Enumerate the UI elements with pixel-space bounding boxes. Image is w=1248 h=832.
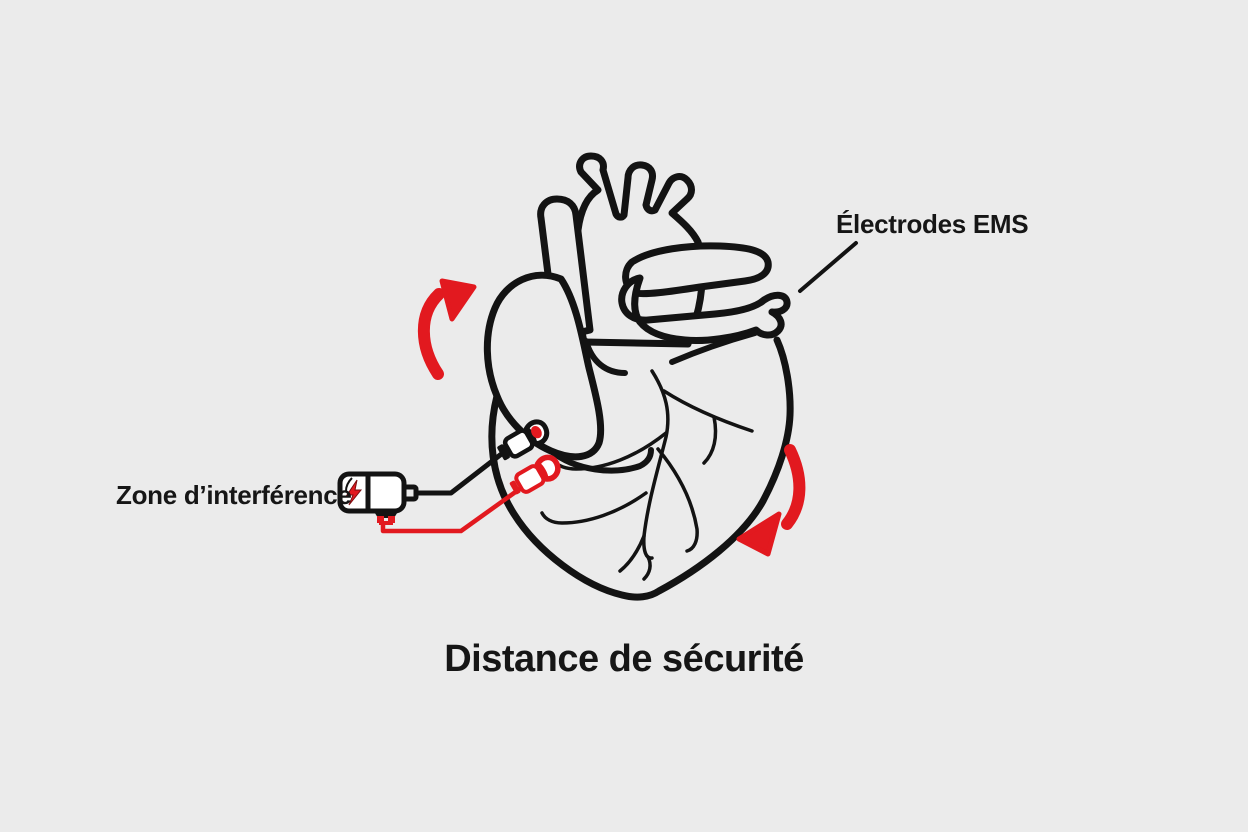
heart-illustration: [483, 152, 794, 601]
right-curved-arrow-icon: [736, 444, 806, 557]
black-electrode-wire: [413, 449, 507, 496]
upper-electrode-pad: [502, 428, 535, 459]
ems-device-icon: [337, 471, 419, 525]
upper-electrode-nub: [497, 444, 510, 461]
electrodes-ems-label: Électrodes EMS: [836, 209, 1029, 239]
heart-coronary-arteries: [540, 369, 754, 581]
heart-aorta: [571, 152, 706, 348]
heart-groove-right: [669, 330, 758, 365]
device-screen-glyph: [345, 477, 353, 492]
upper-electrode-red-core: [530, 425, 542, 439]
diagram-title: Distance de sécurité: [444, 638, 804, 680]
upper-electrode-icon: [497, 419, 550, 461]
left-arrow-head: [439, 278, 477, 322]
right-arrow-arc: [781, 444, 806, 530]
right-arrow-head: [736, 511, 782, 557]
heart-groove-middle: [548, 447, 654, 474]
device-plug: [401, 484, 419, 502]
lower-electrode-pad: [514, 464, 546, 494]
interference-zone-label: Zone d’interférence: [116, 480, 352, 510]
left-curved-arrow-icon: [417, 278, 477, 380]
heart-left-lobe: [483, 271, 605, 461]
lightning-icon: [346, 479, 363, 506]
lower-electrode-nub: [509, 480, 521, 495]
device-red-connector: [377, 516, 395, 525]
lower-electrode-loop: [534, 454, 561, 482]
lower-electrode-icon: [509, 454, 561, 495]
heart-body-outline: [488, 336, 794, 601]
left-arrow-arc: [417, 288, 445, 380]
heart-pulmonary-lower: [618, 274, 791, 344]
red-electrode-wire: [380, 485, 524, 534]
device-bottom-connector: [373, 510, 399, 518]
heart-groove-top: [583, 338, 628, 376]
heart-pulmonary-upper: [622, 242, 772, 298]
electrodes-leader-line: [798, 241, 858, 293]
